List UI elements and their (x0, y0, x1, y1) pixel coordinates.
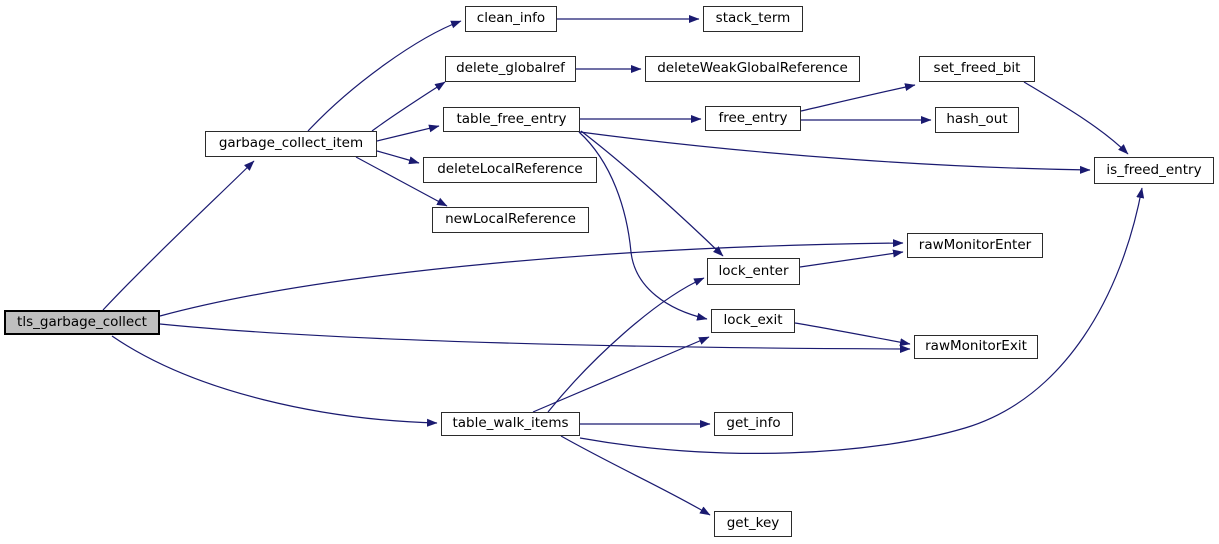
node-rawMonitorExit[interactable]: rawMonitorExit (914, 335, 1038, 359)
edge-tls_garbage_collect-to-rawMonitorExit (159, 323, 911, 353)
edge-free_entry-to-set_freed_bit (800, 83, 916, 112)
edge-lock_exit-to-rawMonitorExit (794, 322, 911, 347)
edge-table_free_entry-to-is_freed_entry (579, 131, 1091, 174)
edge-garbage_collect_item-to-deleteLocalReference (376, 150, 420, 165)
edge-garbage_collect_item-to-table_free_entry (376, 124, 440, 142)
node-table_free_entry[interactable]: table_free_entry (443, 107, 580, 132)
node-table_walk_items[interactable]: table_walk_items (441, 412, 580, 436)
edge-table_free_entry-to-lock_enter (580, 130, 724, 257)
edge-set_freed_bit-to-is_freed_entry (1023, 81, 1129, 155)
node-stack_term[interactable]: stack_term (703, 6, 803, 32)
node-set_freed_bit[interactable]: set_freed_bit (919, 56, 1035, 82)
edge-table_walk_items-to-lock_exit (532, 336, 710, 413)
edge-tls_garbage_collect-to-rawMonitorEnter (159, 239, 904, 317)
edge-table_walk_items-to-get_key (560, 435, 711, 516)
edge-garbage_collect_item-to-delete_globalref (371, 81, 446, 132)
edge-table_walk_items-to-is_freed_entry (579, 187, 1145, 454)
edge-table_free_entry-to-lock_exit (578, 131, 708, 321)
node-get_info[interactable]: get_info (714, 412, 793, 436)
node-tls_garbage_collect: tls_garbage_collect (4, 310, 160, 335)
edge-garbage_collect_item-to-clean_info (307, 20, 462, 132)
node-free_entry[interactable]: free_entry (705, 106, 801, 131)
node-is_freed_entry[interactable]: is_freed_entry (1094, 157, 1214, 184)
node-newLocalReference[interactable]: newLocalReference (432, 207, 589, 233)
node-delete_globalref[interactable]: delete_globalref (445, 56, 576, 82)
edge-tls_garbage_collect-to-table_walk_items (111, 335, 438, 427)
node-lock_exit[interactable]: lock_exit (711, 309, 795, 333)
node-rawMonitorEnter[interactable]: rawMonitorEnter (907, 233, 1043, 258)
node-hash_out[interactable]: hash_out (935, 107, 1019, 133)
edge-table_walk_items-to-lock_enter (547, 277, 705, 413)
node-deleteLocalReference[interactable]: deleteLocalReference (423, 157, 597, 183)
edge-lock_enter-to-rawMonitorEnter (799, 249, 904, 268)
node-clean_info[interactable]: clean_info (465, 6, 557, 32)
edge-garbage_collect_item-to-newLocalReference (355, 156, 448, 207)
edge-tls_garbage_collect-to-garbage_collect_item (102, 160, 255, 311)
node-deleteWeakGlobalReference[interactable]: deleteWeakGlobalReference (645, 56, 860, 82)
node-garbage_collect_item[interactable]: garbage_collect_item (205, 131, 377, 157)
node-lock_enter[interactable]: lock_enter (707, 258, 800, 285)
node-get_key[interactable]: get_key (714, 511, 792, 537)
